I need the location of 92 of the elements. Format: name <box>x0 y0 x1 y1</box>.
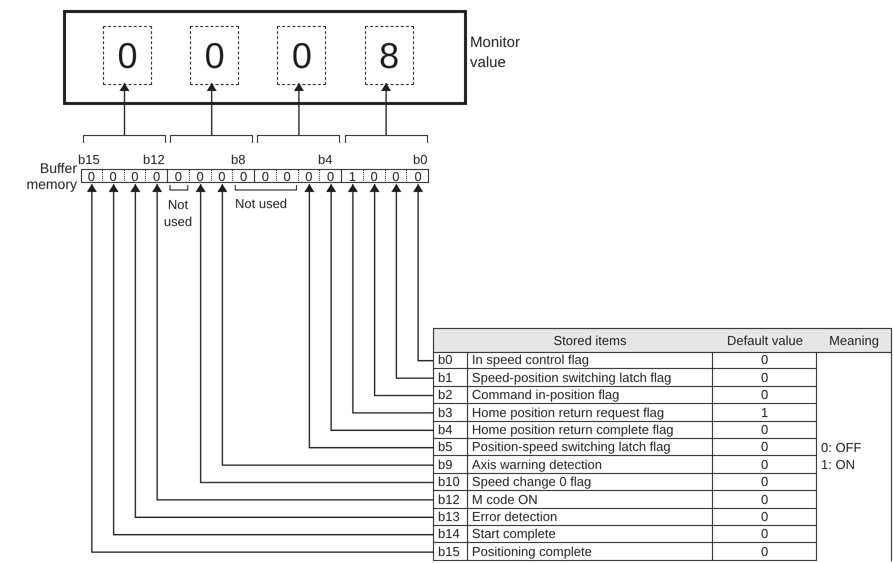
bit-cell: 0 <box>190 169 212 183</box>
meaning-text: 0: OFF <box>821 440 862 456</box>
table-cell: b15 <box>434 543 468 560</box>
table-row <box>433 508 817 526</box>
unused-note: Not used <box>235 196 288 211</box>
header-cell: Default value <box>713 328 818 353</box>
arrow <box>304 184 433 448</box>
table-cell: Axis warning detection <box>468 456 714 473</box>
table-row <box>433 404 817 422</box>
table-cell: Speed-position switching latch flag <box>468 369 714 386</box>
table-cell: Command in-position flag <box>468 386 714 404</box>
table-cell: Positioning complete <box>468 543 714 560</box>
bracket <box>257 135 340 143</box>
arrow <box>413 184 433 362</box>
bracket <box>170 135 254 143</box>
digit-box: 0 <box>103 26 152 85</box>
monitor-caption: Monitor value <box>470 33 522 73</box>
table-row <box>433 474 817 492</box>
table-cell: 0 <box>713 543 817 560</box>
table-cell: Error detection <box>468 508 714 525</box>
table-cell: 0 <box>713 491 817 508</box>
bit-cell: 0 <box>386 169 408 183</box>
table-row <box>433 422 817 439</box>
arrow <box>370 184 433 396</box>
table-cell: b4 <box>434 422 468 438</box>
table-cell: 0 <box>713 422 817 438</box>
bit-cell: 0 <box>102 169 124 183</box>
table-row <box>433 543 817 561</box>
table-cell: b14 <box>434 526 468 542</box>
table-cell: Home position return complete flag <box>468 422 714 438</box>
bit-cell: 0 <box>212 169 234 183</box>
table-cell: 0 <box>713 508 817 525</box>
bit-cell: 0 <box>146 169 168 183</box>
table-row <box>433 439 817 456</box>
table-cell: 0 <box>713 386 817 404</box>
table-cell: 0 <box>713 474 817 490</box>
table-cell: 0 <box>713 369 817 386</box>
arrow <box>294 83 304 135</box>
digit-box: 8 <box>364 26 414 85</box>
bit-number: b4 <box>318 152 332 167</box>
header-cell: Meaning <box>817 328 892 353</box>
table-cell: b1 <box>434 369 468 386</box>
table-cell: 0 <box>713 456 817 473</box>
bit-cell: 0 <box>276 169 298 183</box>
table-cell: b12 <box>434 491 468 508</box>
table-cell: Position-speed switching latch flag <box>468 439 714 456</box>
bit-cell: 0 <box>233 169 255 183</box>
bit-cell: 0 <box>320 169 342 183</box>
header-cell: Stored items <box>467 328 714 353</box>
bit-cell: 0 <box>168 169 190 183</box>
table-cell: b9 <box>434 456 468 473</box>
digit-box: 0 <box>190 26 240 85</box>
bit-cell: 0 <box>298 169 320 183</box>
table-cell: M code ON <box>468 491 714 508</box>
bit-cell: 0 <box>124 169 146 183</box>
arrow <box>381 83 392 135</box>
bit-number: b15 <box>78 152 100 167</box>
bit-cell: 0 <box>407 169 429 183</box>
table-cell: 0 <box>713 439 817 456</box>
table-row <box>433 386 817 404</box>
table-cell: Home position return request flag <box>468 404 714 421</box>
table-cell: b5 <box>434 439 468 456</box>
arrow <box>326 184 433 431</box>
bit-number: b12 <box>143 152 165 167</box>
table-cell: Start complete <box>468 526 714 542</box>
register-label: Buffer memory <box>25 160 77 192</box>
bit-cell: 0 <box>364 169 386 183</box>
arrow <box>348 184 433 414</box>
table-cell: 1 <box>713 404 817 421</box>
table-row <box>433 369 817 387</box>
table-row <box>433 491 817 509</box>
table-cell: b13 <box>434 508 468 525</box>
table-cell: b10 <box>434 474 468 490</box>
table-cell: b2 <box>434 386 468 404</box>
bracket <box>344 135 428 143</box>
table-row <box>433 526 817 544</box>
bit-cell: 1 <box>342 169 364 183</box>
meaning-text: 1: ON <box>821 457 855 474</box>
bit-number: b0 <box>413 152 428 167</box>
bit-number: b8 <box>231 152 246 167</box>
digit-box: 0 <box>277 26 326 85</box>
arrow <box>120 83 130 135</box>
table-row <box>433 456 817 474</box>
bracket <box>83 135 166 143</box>
table-cell: b3 <box>434 404 468 421</box>
bit-cell: 0 <box>255 169 277 183</box>
table-cell: 0 <box>713 526 817 542</box>
arrow <box>391 184 433 379</box>
table-cell: Speed change 0 flag <box>468 474 714 490</box>
arrow <box>206 83 217 135</box>
unused-note: Not used <box>163 196 193 230</box>
bit-cell: 0 <box>81 169 103 183</box>
